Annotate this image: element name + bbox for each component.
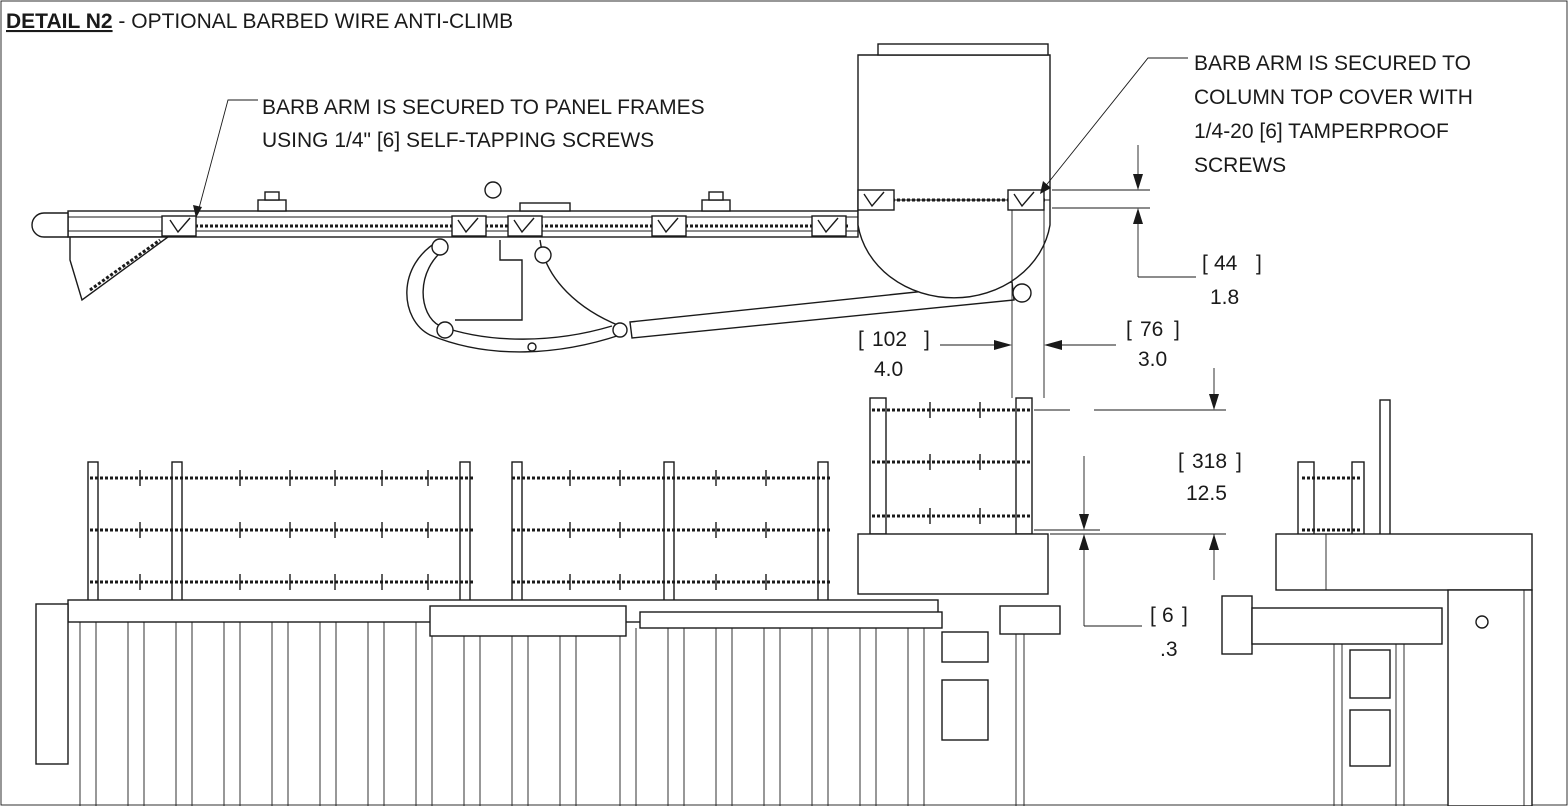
plan-view	[31, 43, 1051, 353]
v-clip	[507, 215, 543, 237]
dim-6-bracket-right: ]	[1182, 604, 1188, 627]
dim-102-bracket-right: ]	[924, 328, 930, 351]
v-clip	[451, 215, 487, 237]
dimension-102-76: [ 102 ] 4.0 [ 76 ] 3.0	[858, 210, 1180, 398]
callout-panel-frames-line2: USING 1/4" [6] SELF-TAPPING SCREWS	[262, 129, 654, 152]
callout-column-cover-line2: COLUMN TOP COVER WITH	[1194, 86, 1473, 109]
detail-title-prefix: DETAIL N2	[6, 10, 113, 33]
dimension-6: [ 6 ] .3	[1034, 456, 1226, 661]
callout-column-cover: BARB ARM IS SECURED TO COLUMN TOP COVER …	[1040, 52, 1473, 194]
v-clip	[811, 215, 847, 237]
dim-44-metric: 44	[1214, 252, 1238, 275]
dim-318-metric: 318	[1192, 450, 1227, 473]
detail-title-rest: - OPTIONAL BARBED WIRE ANTI-CLIMB	[113, 10, 514, 33]
dim-6-imperial: .3	[1160, 638, 1178, 661]
front-elevation	[35, 397, 1061, 806]
dim-318-imperial: 12.5	[1186, 482, 1227, 505]
dim-76-metric: 76	[1140, 318, 1163, 341]
dim-318-bracket-right: ]	[1236, 450, 1242, 473]
v-clip	[1007, 189, 1045, 211]
dim-6-metric: 6	[1162, 604, 1174, 627]
dim-102-bracket-left: [	[858, 328, 864, 351]
side-elevation	[1221, 399, 1533, 806]
v-clip	[161, 215, 197, 237]
dim-76-bracket-right: ]	[1174, 318, 1180, 341]
dim-102-imperial: 4.0	[874, 358, 903, 381]
dimension-318: [ 318 ] 12.5	[1034, 368, 1242, 580]
dim-76-bracket-left: [	[1126, 318, 1132, 341]
dim-44-bracket-left: [	[1202, 252, 1208, 275]
dim-44-imperial: 1.8	[1210, 286, 1239, 309]
callout-column-cover-line1: BARB ARM IS SECURED TO	[1194, 52, 1471, 75]
callout-panel-frames-line1: BARB ARM IS SECURED TO PANEL FRAMES	[262, 96, 705, 119]
v-clip	[651, 215, 687, 237]
detail-title: DETAIL N2 - OPTIONAL BARBED WIRE ANTI-CL…	[6, 10, 513, 33]
dimension-44: [ 44 ] 1.8	[1052, 145, 1262, 309]
v-clip	[857, 189, 895, 211]
callout-panel-frames: BARB ARM IS SECURED TO PANEL FRAMES USIN…	[193, 96, 705, 218]
dim-102-metric: 102	[872, 328, 907, 351]
callout-column-cover-line3: 1/4-20 [6] TAMPERPROOF	[1194, 120, 1449, 143]
callout-column-cover-line4: SCREWS	[1194, 154, 1286, 177]
dim-76-imperial: 3.0	[1138, 348, 1167, 371]
dim-318-bracket-left: [	[1178, 450, 1184, 473]
dim-6-bracket-left: [	[1150, 604, 1156, 627]
dim-44-bracket-right: ]	[1256, 252, 1262, 275]
